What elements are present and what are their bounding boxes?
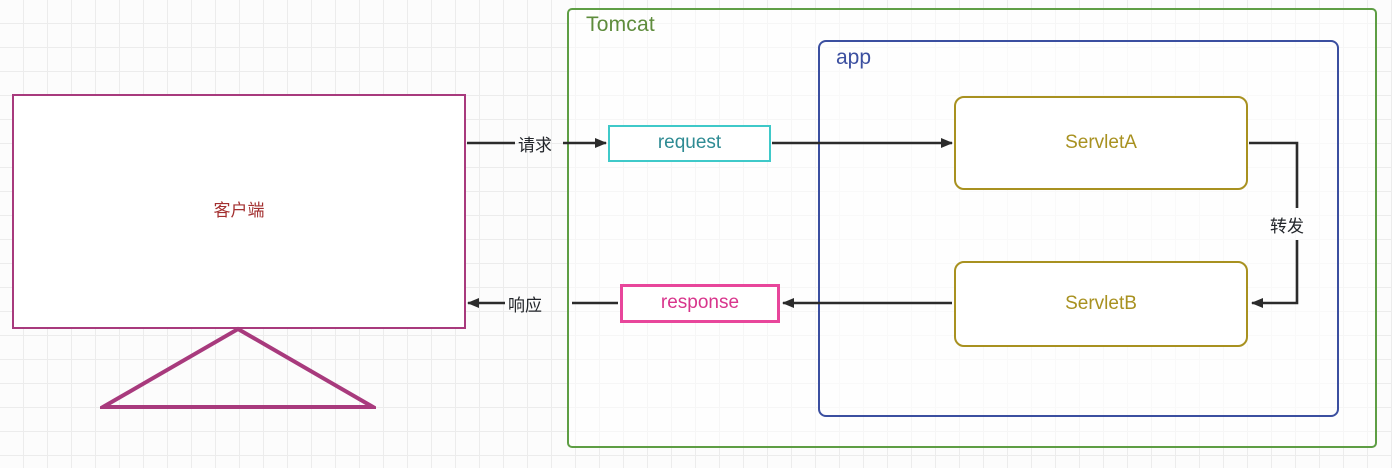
node-request-label: request [657,132,722,154]
monitor-stand-icon [95,326,381,410]
container-app-label: app [836,46,872,69]
node-servlet-b-label: ServletB [1065,292,1137,314]
edge-label-forward: 转发 [1270,217,1304,236]
edge-label-request: 请求 [518,136,552,155]
edge-label-response: 响应 [508,296,542,315]
container-tomcat-label: Tomcat [586,13,655,36]
container-tomcat[interactable] [567,8,1377,448]
node-servlet-a[interactable]: ServletA [954,96,1248,190]
monitor-stand-svg [95,326,381,409]
node-client-label: 客户端 [213,201,265,221]
node-response[interactable]: response [620,284,780,323]
node-servlet-b[interactable]: ServletB [954,261,1248,347]
node-client[interactable]: 客户端 [12,94,466,329]
node-request[interactable]: request [608,125,771,162]
node-servlet-a-label: ServletA [1065,131,1137,153]
node-response-label: response [660,292,740,314]
